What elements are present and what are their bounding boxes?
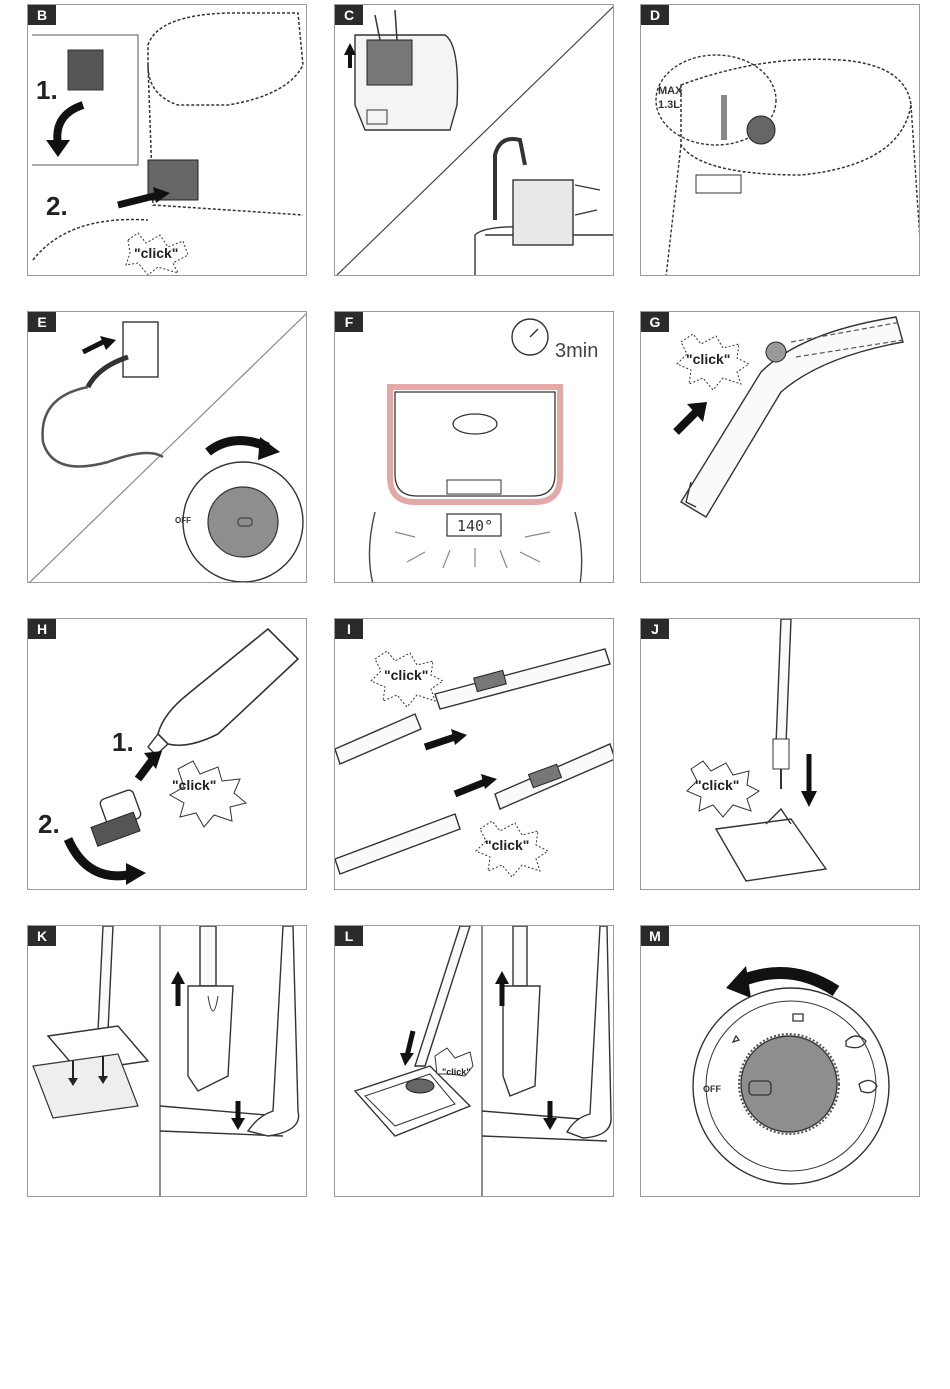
panel-k: K	[27, 925, 307, 1197]
panel-h: H 1. 2. "click"	[27, 618, 307, 890]
illustration-max-fill-level	[641, 5, 920, 276]
illustration-plug-in-and-turn-dial	[28, 312, 307, 583]
panel-b: B 1. 2. "click"	[27, 4, 307, 276]
panel-c: C	[334, 4, 614, 276]
panel-j: J "click"	[640, 618, 920, 890]
illustration-remove-water-tank	[28, 5, 307, 276]
panel-i: I "click" "click"	[334, 618, 614, 890]
click-label: "click"	[384, 667, 428, 683]
click-label: "click"	[442, 1067, 471, 1077]
panel-letter: L	[335, 926, 363, 946]
illustration-attach-carpet-glider	[335, 926, 614, 1197]
panel-letter: F	[335, 312, 363, 332]
panel-letter: I	[335, 619, 363, 639]
step-1-label: 1.	[112, 727, 134, 758]
temperature-display: 140°	[457, 517, 493, 535]
panel-letter: J	[641, 619, 669, 639]
panel-m: M OFF	[640, 925, 920, 1197]
panel-g: G "click"	[640, 311, 920, 583]
panel-e: E OFF	[27, 311, 307, 583]
panel-l: L "click"	[334, 925, 614, 1197]
panel-letter: E	[28, 312, 56, 332]
panel-letter: H	[28, 619, 56, 639]
panel-letter: B	[28, 5, 56, 25]
panel-letter: G	[641, 312, 669, 332]
illustration-attach-cleaning-pad	[28, 926, 307, 1197]
click-label: "click"	[686, 351, 730, 367]
illustration-select-steam-level	[641, 926, 920, 1197]
max-label: MAX	[658, 85, 682, 97]
panel-letter: D	[641, 5, 669, 25]
illustration-attach-handle	[641, 312, 920, 583]
illustration-attach-brush	[28, 619, 307, 890]
panel-f: F 3min 140°	[334, 311, 614, 583]
off-label: OFF	[703, 1084, 721, 1094]
click-label: "click"	[134, 245, 178, 261]
illustration-attach-floor-head	[641, 619, 920, 890]
click-label: "click"	[695, 777, 739, 793]
off-label: OFF	[175, 516, 191, 525]
panel-letter: K	[28, 926, 56, 946]
timer-label: 3min	[555, 340, 598, 363]
step-2-label: 2.	[38, 809, 60, 840]
step-1-label: 1.	[36, 75, 58, 106]
panel-letter: C	[335, 5, 363, 25]
click-label: "click"	[172, 777, 216, 793]
panel-d: D MAX 1.3L	[640, 4, 920, 276]
illustration-connect-extension-tubes	[335, 619, 614, 890]
panel-letter: M	[641, 926, 669, 946]
illustration-fill-water-tank	[335, 5, 614, 276]
click-label: "click"	[485, 837, 529, 853]
max-volume-label: 1.3L	[658, 99, 680, 111]
step-2-label: 2.	[46, 191, 68, 222]
